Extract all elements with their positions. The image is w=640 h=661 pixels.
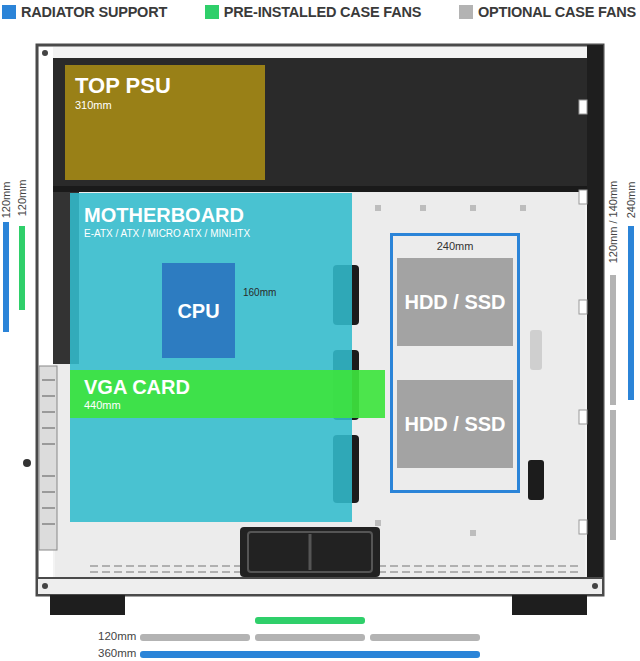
zone-title: HDD / SSD	[404, 290, 505, 314]
legend-swatch	[459, 5, 473, 19]
motherboard-zone: MOTHERBOARDE-ATX / ATX / MICRO ATX / MIN…	[70, 193, 352, 522]
legend: RADIATOR SUPPORT PRE-INSTALLED CASE FANS O…	[2, 2, 636, 22]
dimension-text: 310mm	[75, 99, 112, 112]
dimension-text: 440mm	[84, 399, 121, 412]
legend-item: RADIATOR SUPPORT	[2, 4, 167, 20]
zone-title: HDD / SSD	[404, 412, 505, 436]
drive-cage: 240mmHDD / SSD HDD / SSD	[390, 233, 520, 493]
fan-size-label: 120mm	[16, 180, 29, 217]
fan-size-label: 120mm	[0, 182, 12, 219]
legend-text: OPTIONAL CASE FANS	[478, 4, 636, 20]
dimension-label: 160mm	[243, 287, 276, 299]
zone-title: CPU	[177, 299, 219, 323]
legend-text: RADIATOR SUPPORT	[21, 4, 167, 20]
psu-zone: TOP PSU310mm	[65, 65, 265, 180]
legend-swatch	[2, 5, 16, 19]
zone-title: VGA CARD	[84, 375, 190, 399]
fan-size-label: 120mm / 140mm	[607, 181, 620, 264]
zone-title: TOP PSU	[75, 73, 171, 99]
legend-text: PRE-INSTALLED CASE FANS	[224, 4, 421, 20]
dimension-text: 240mm	[437, 240, 474, 253]
radiator-size-label: 360mm	[98, 647, 136, 660]
legend-swatch	[205, 5, 219, 19]
legend-item: OPTIONAL CASE FANS	[459, 4, 636, 20]
radiator-size-label: 240mm	[625, 182, 638, 219]
legend-item: PRE-INSTALLED CASE FANS	[205, 4, 421, 20]
fan-size-label: 120mm	[98, 630, 136, 643]
drive-bay: HDD / SSD	[397, 258, 513, 346]
drive-bay: HDD / SSD	[397, 380, 513, 468]
cpu-zone: CPU	[162, 263, 235, 358]
gpu-zone: VGA CARD440mm	[70, 370, 385, 418]
zone-title: MOTHERBOARD	[84, 203, 244, 227]
form-factor-text: E-ATX / ATX / MICRO ATX / MINI-ITX	[84, 228, 250, 240]
